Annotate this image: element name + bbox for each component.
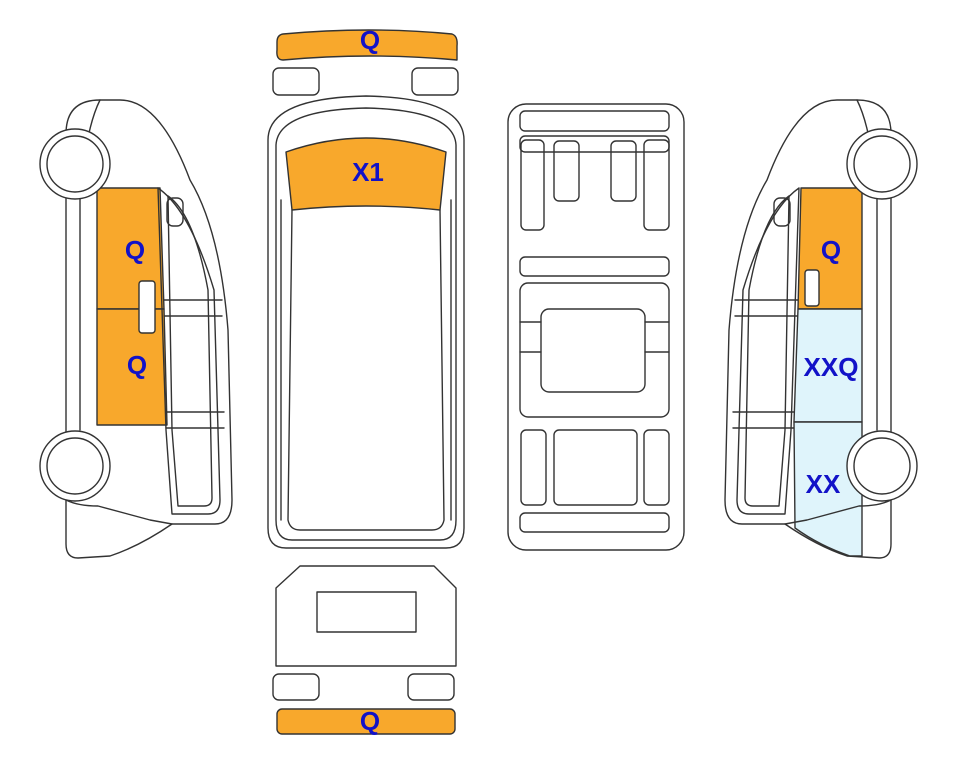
underside-view <box>507 103 685 551</box>
top-roof-line <box>287 209 445 531</box>
top-body-inner <box>275 107 457 541</box>
rear-view <box>272 565 457 735</box>
label-right-rear: XX <box>806 469 841 499</box>
label-bonnet: X1 <box>352 157 384 187</box>
right-rear-wheel <box>846 430 918 502</box>
rear-light-left <box>272 673 320 701</box>
rear-light-right <box>407 673 455 701</box>
underside-bar <box>519 256 670 277</box>
underside-cell <box>643 139 670 231</box>
label-rear-bumper: Q <box>360 706 380 736</box>
left-door-handle <box>138 280 156 334</box>
underside-rear-bar <box>519 512 670 533</box>
left-rear-wheel <box>39 430 111 502</box>
left-bottom-sill <box>65 499 173 525</box>
top-view <box>267 29 465 549</box>
underside-cell <box>643 429 670 506</box>
left-small-window <box>166 197 184 227</box>
underside-cell <box>553 429 638 506</box>
underside-cell <box>520 139 545 231</box>
right-door-handle <box>804 269 820 307</box>
underside-frame <box>519 282 670 418</box>
zone-labels: Q X1 Q Q Q Q XXQ XX <box>125 25 859 736</box>
left-front-wheel-inner <box>46 135 104 193</box>
underside-cell <box>520 429 547 506</box>
left-front-wheel <box>39 128 111 200</box>
label-right-sliding-door: XXQ <box>804 352 859 382</box>
rear-body <box>275 565 457 667</box>
mirror-right <box>411 67 459 96</box>
underside-cell <box>553 140 580 202</box>
right-front-wheel-inner <box>853 135 911 193</box>
underside-tank <box>540 308 646 393</box>
left-rear-wheel-inner <box>46 437 104 495</box>
left-side-view <box>39 99 233 559</box>
label-left-front-door: Q <box>125 235 145 265</box>
label-left-rear-door: Q <box>127 350 147 380</box>
rear-window <box>316 591 417 633</box>
mirror-left <box>272 67 320 96</box>
right-window-frame <box>736 187 800 515</box>
underside-front-panel <box>519 110 670 132</box>
right-side-view <box>724 99 918 559</box>
top-body-outline <box>267 95 465 549</box>
right-bottom-sill <box>784 499 892 525</box>
right-front-wheel <box>846 128 918 200</box>
right-rear-wheel-inner <box>853 437 911 495</box>
label-right-front-door: Q <box>821 235 841 265</box>
label-front-bumper: Q <box>360 25 380 55</box>
zone-rear-bumper[interactable] <box>276 708 456 735</box>
left-window-frame <box>157 187 221 515</box>
right-small-window <box>773 197 791 227</box>
underside-cell <box>610 140 637 202</box>
zone-front-bumper[interactable] <box>276 29 458 61</box>
zone-right-rear[interactable] <box>793 421 863 557</box>
